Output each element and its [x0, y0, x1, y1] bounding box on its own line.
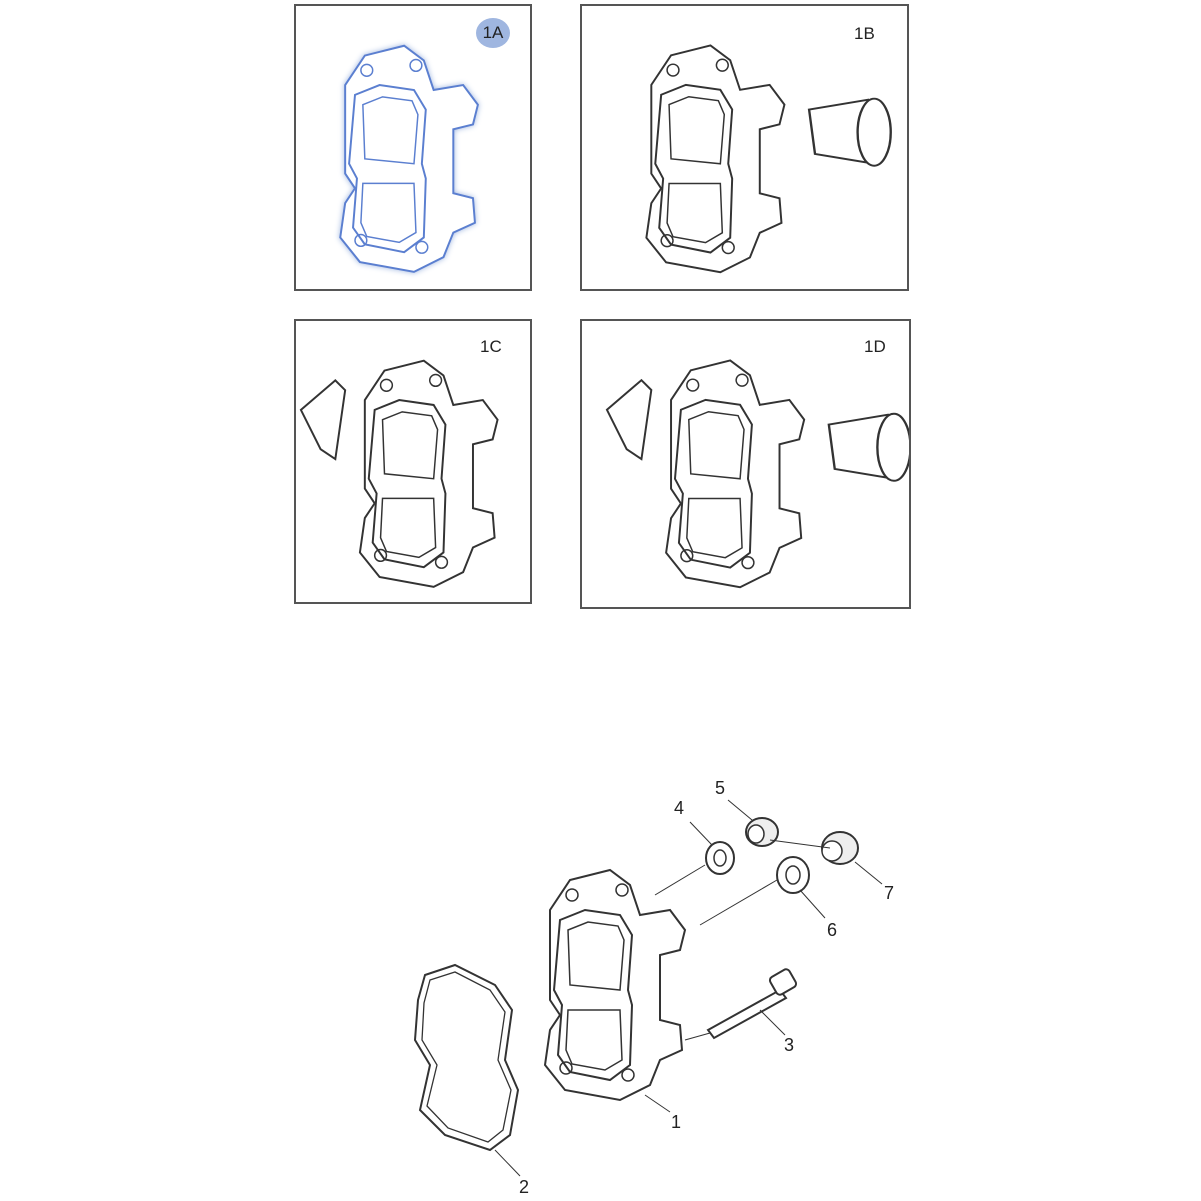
- callout-6: 6: [827, 920, 838, 940]
- plug-washer-part-4: [705, 841, 735, 875]
- callout-5: 5: [715, 778, 726, 798]
- plug-part-5: [745, 817, 779, 847]
- variant-label-1c: 1C: [480, 337, 502, 356]
- callout-3: 3: [784, 1035, 795, 1055]
- variant-panel-1c[interactable]: 1C: [294, 319, 532, 604]
- variant-label-1a: 1A: [476, 18, 510, 48]
- callout-7: 7: [884, 883, 895, 903]
- callout-4: 4: [674, 798, 685, 818]
- bolt-part-3: [706, 968, 798, 1040]
- variant-panel-1a[interactable]: 1A: [294, 4, 532, 291]
- variant-label-1b: 1B: [854, 24, 875, 43]
- callout-1: 1: [671, 1112, 682, 1132]
- washer-part-6: [776, 856, 810, 894]
- variant-label-1d: 1D: [864, 337, 886, 356]
- variant-panel-1b[interactable]: 1B: [580, 4, 909, 291]
- variant-panel-1d[interactable]: 1D: [580, 319, 911, 609]
- housing-part-1: [544, 869, 686, 1101]
- gasket-part-2: [413, 963, 520, 1152]
- callout-2: 2: [519, 1177, 530, 1197]
- plug-part-7: [821, 831, 859, 865]
